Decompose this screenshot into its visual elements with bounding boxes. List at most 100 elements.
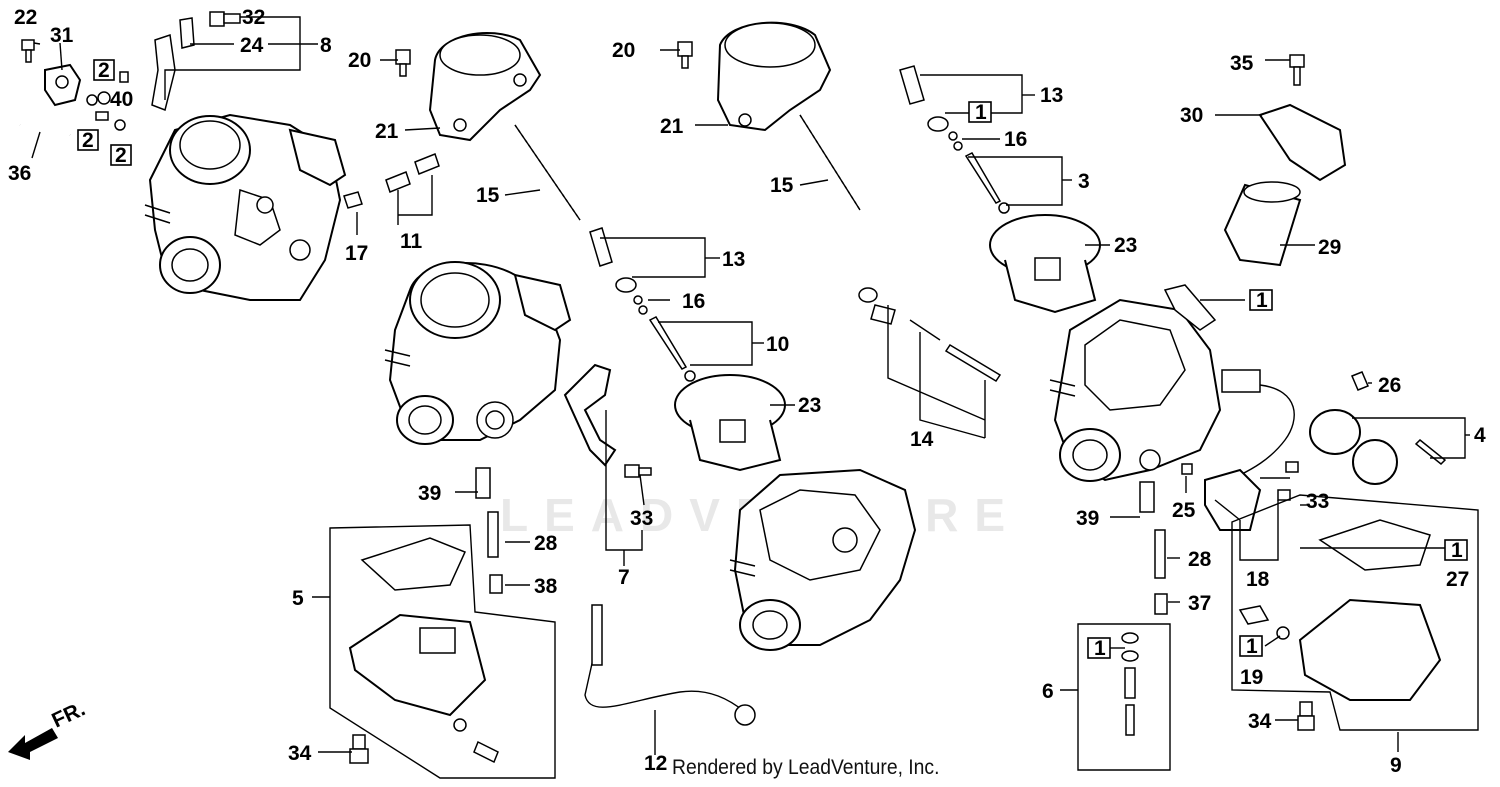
callout-7: 7: [618, 566, 630, 589]
callout-9: 9: [1390, 754, 1402, 777]
top-cover-21-left: [428, 32, 542, 142]
callout-34-right: 34: [1248, 710, 1272, 733]
screw-20-middle: [677, 41, 693, 69]
callout-13-right: 13: [1040, 84, 1063, 107]
gasket-1-top: [1163, 284, 1217, 331]
callout-19: 19: [1240, 666, 1263, 689]
needle-holder-13-middle: [589, 227, 696, 382]
callout-21-middle: 21: [660, 115, 684, 138]
carburetor-assembly-top-left: [144, 113, 347, 301]
callout-6: 6: [1042, 680, 1054, 703]
callout-37: 37: [1188, 592, 1211, 615]
callout-16-right: 16: [1004, 128, 1027, 151]
boxed-ref-1-e: 1: [1246, 635, 1258, 658]
bolt-32: [209, 11, 241, 27]
boxed-ref-2-b: 2: [82, 129, 94, 152]
render-credit: Rendered by LeadVenture, Inc.: [672, 756, 940, 779]
callout-10: 10: [766, 333, 789, 356]
cap-26: [1351, 371, 1369, 391]
callout-28-left: 28: [534, 532, 558, 555]
bolt-22: [21, 39, 35, 63]
screw-25: [1181, 463, 1193, 475]
fitting-31: [44, 63, 82, 107]
boxed-ref-2-c: 2: [115, 144, 127, 167]
callout-16-middle: 16: [682, 290, 705, 313]
spring-15-left: [514, 124, 581, 221]
callout-13-middle: 13: [722, 248, 745, 271]
needle-holder-13-right: [899, 65, 1010, 214]
boxed-ref-2-a: 2: [98, 59, 110, 82]
carburetor-assembly-right: [1049, 298, 1222, 482]
screw-34-right: [1297, 701, 1315, 731]
callout-12: 12: [644, 752, 667, 775]
float-chamber-5: [329, 524, 556, 779]
link-24: [151, 17, 195, 112]
boxed-ref-1-d: 1: [1094, 637, 1106, 660]
front-direction-arrow: FR.: [8, 697, 89, 760]
screw-35: [1289, 54, 1305, 86]
screw-33-left: [624, 464, 652, 478]
callout-4: 4: [1474, 424, 1486, 447]
callout-25: 25: [1172, 499, 1196, 522]
callout-11: 11: [400, 230, 423, 253]
jet-parts-right: [1139, 481, 1168, 615]
screw-20-left: [395, 49, 411, 77]
pilot-screw-14: [858, 287, 1002, 383]
boxed-ref-1-a: 1: [975, 101, 987, 124]
leader-lines: [31, 16, 1470, 755]
sensor-wire-18: [1204, 369, 1295, 531]
throttle-cable-12: [584, 604, 756, 726]
screw-33-right: [1277, 461, 1299, 501]
callout-17: 17: [345, 242, 368, 265]
callout-34-left: 34: [288, 742, 312, 765]
sensor-4: [1309, 409, 1447, 485]
callout-39-right: 39: [1076, 507, 1099, 530]
float-chamber-9: [1231, 494, 1479, 731]
carburetor-assembly-bottom-center: [729, 468, 917, 651]
callout-22: 22: [14, 6, 37, 29]
screw-34-left: [349, 734, 369, 764]
small-parts-40: [86, 71, 129, 131]
callout-38: 38: [534, 575, 558, 598]
top-cover-21-middle: [716, 21, 832, 132]
callout-5: 5: [292, 587, 304, 610]
callout-23-right: 23: [1114, 234, 1137, 257]
boxed-ref-1-c: 1: [1451, 539, 1463, 562]
callout-29: 29: [1318, 236, 1341, 259]
callout-39-left: 39: [418, 482, 441, 505]
diaphragm-23-right: [989, 214, 1101, 314]
spacer-29: [1223, 181, 1302, 267]
callout-23-middle: 23: [798, 394, 821, 417]
callout-30: 30: [1180, 104, 1203, 127]
springs-11-17: [343, 153, 440, 209]
callout-14: 14: [910, 428, 934, 451]
callout-labels: 22 31 32 24 8 40 36 20 21 15 17 11 20 21…: [8, 6, 1486, 777]
callout-27: 27: [1446, 568, 1469, 591]
boxed-ref-1-b: 1: [1256, 289, 1268, 312]
bracket-7: [563, 363, 617, 467]
callout-33-right: 33: [1306, 490, 1329, 513]
float-valve-6: [1077, 623, 1171, 771]
callout-20-left: 20: [348, 49, 371, 72]
callout-26: 26: [1378, 374, 1401, 397]
carburetor-assembly-middle: [384, 261, 572, 445]
callout-28-right: 28: [1188, 548, 1212, 571]
callout-24: 24: [240, 34, 264, 57]
jet-parts-left: [475, 467, 503, 594]
spring-15-middle: [799, 114, 861, 211]
callout-32: 32: [242, 6, 265, 29]
callout-18: 18: [1246, 568, 1270, 591]
boxed-references: 2 2 2 1 1 1 1 1: [77, 59, 1468, 660]
callout-20-middle: 20: [612, 39, 635, 62]
callout-3: 3: [1078, 170, 1090, 193]
callout-33-left: 33: [630, 507, 653, 530]
front-direction-label: FR.: [48, 697, 88, 732]
callout-40: 40: [110, 88, 133, 111]
callout-35: 35: [1230, 52, 1254, 75]
callout-36: 36: [8, 162, 31, 185]
diaphragm-23-middle: [674, 374, 786, 472]
callout-15-middle: 15: [770, 174, 794, 197]
callout-31: 31: [50, 24, 74, 47]
cover-30: [1258, 103, 1347, 182]
